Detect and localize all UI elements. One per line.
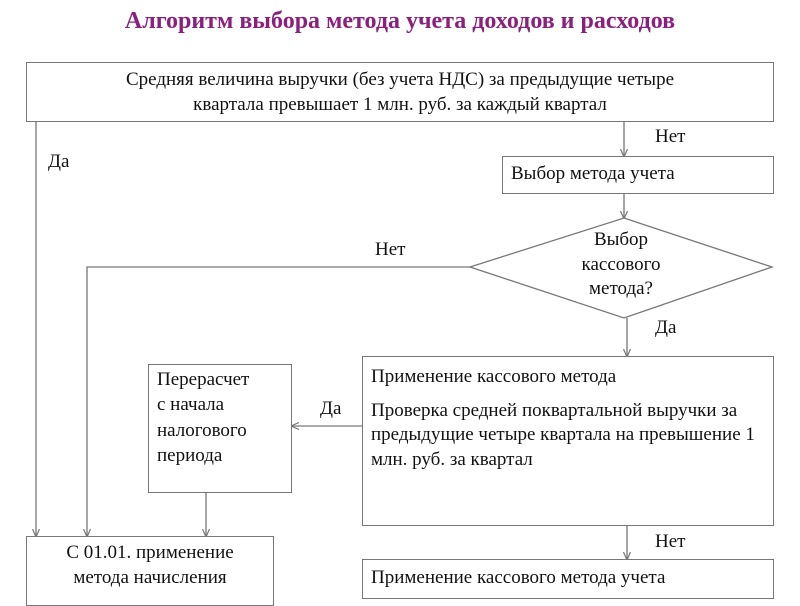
edge-label-revenue-no: Нет	[655, 126, 686, 147]
node-text: Применение кассового метода	[371, 366, 617, 387]
decision-diamond	[467, 217, 775, 319]
node-text: кассового	[581, 253, 661, 275]
node-text: квартала превышает 1 млн. руб. за каждый…	[193, 93, 607, 115]
node-text: метода начисления	[73, 566, 227, 588]
edge-label-check-no: Нет	[655, 531, 686, 552]
node-cash-method-final: Применение кассового метода учета	[362, 559, 774, 599]
edge-label-decision-no: Нет	[375, 239, 406, 260]
node-revenue-condition: Средняя величина выручки (без учета НДС)…	[26, 62, 774, 122]
node-cash-decision: Выбор кассового метода?	[560, 228, 682, 302]
node-text: Перерасчет	[157, 369, 250, 390]
node-recalculation: Перерасчет с начала налогового периода	[148, 364, 292, 493]
node-choose-method: Выбор метода учета	[502, 156, 774, 194]
edge-label-revenue-yes: Да	[48, 151, 70, 172]
node-accrual-method: С 01.01. применение метода начисления	[26, 536, 274, 606]
diagram-title: Алгоритм выбора метода учета доходов и р…	[124, 8, 676, 34]
node-text: периода	[157, 445, 223, 467]
node-text: Средняя величина выручки (без учета НДС)…	[125, 69, 675, 90]
node-cash-method: Применение кассового метода Проверка сре…	[362, 356, 774, 526]
edge-label-decision-yes: Да	[655, 317, 677, 338]
node-text: налогового	[157, 419, 247, 441]
node-text: Выбор	[593, 229, 649, 250]
node-text: с начала	[157, 394, 225, 416]
edge-label-check-yes: Да	[320, 398, 342, 419]
node-text: Проверка средней поквартальной выручки з…	[371, 399, 755, 471]
node-text: С 01.01. применение	[66, 542, 234, 563]
node-text: метода?	[589, 278, 653, 300]
edge-decision-no	[87, 266, 470, 536]
